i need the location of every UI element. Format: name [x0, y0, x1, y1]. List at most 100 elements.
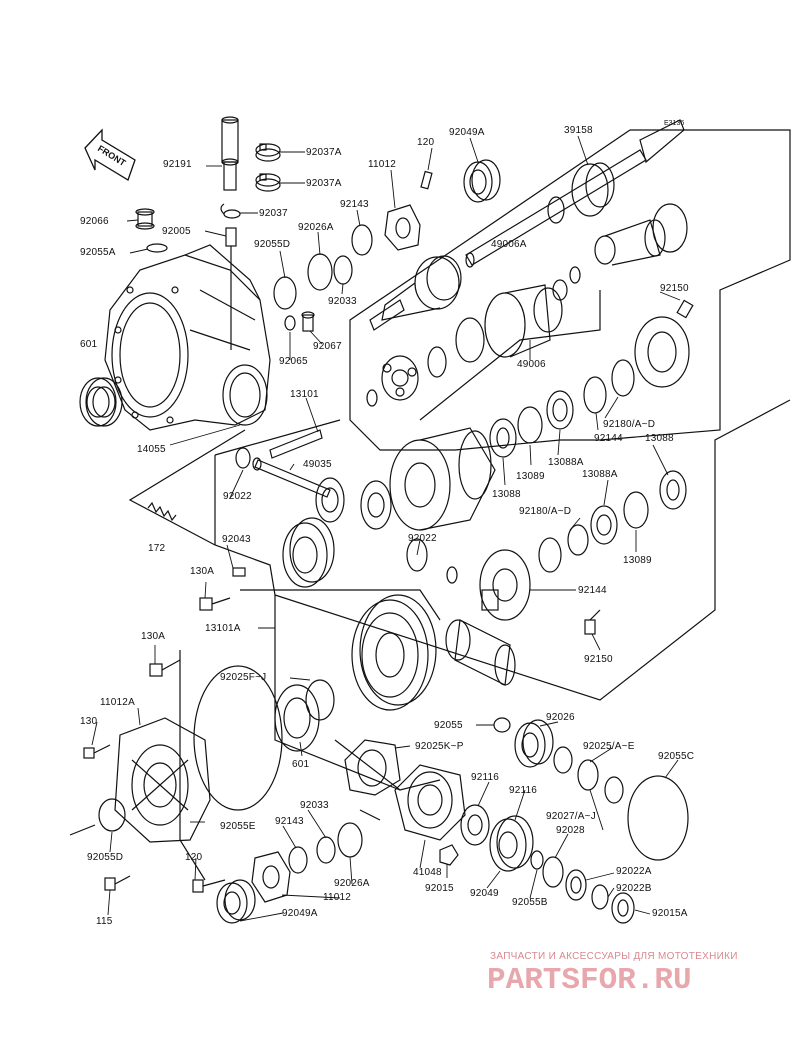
part-label: 92037A: [306, 147, 342, 158]
part-label: 92022A: [616, 866, 652, 877]
part-label: 120: [417, 137, 435, 148]
bearing-92026: [514, 719, 554, 768]
part-label: 92055D: [254, 239, 291, 250]
pinion-gear-left: [315, 477, 345, 523]
part-label: 13101: [290, 389, 319, 400]
flange-92150-upper: [634, 299, 694, 388]
pin-92191: [221, 116, 239, 191]
part-label: 172: [148, 543, 166, 554]
part-label: 92116: [471, 772, 500, 783]
leader-lines: [91, 135, 681, 922]
part-label: 92116: [509, 785, 538, 796]
cv-joint-housing: [369, 255, 462, 331]
part-label: 92055A: [80, 247, 116, 258]
bearing-14055: [79, 377, 123, 427]
gasket-92025k: [344, 739, 401, 796]
bearing-92049a-lower: [216, 879, 256, 924]
watermark-tagline: ЗАПЧАСТИ И АКСЕССУАРЫ ДЛЯ МОТОТЕХНИКИ: [490, 951, 738, 962]
fitting-92005: [225, 227, 237, 350]
plug-92067: [301, 311, 315, 332]
part-label: 13088A: [548, 457, 584, 468]
bearing-92049a-upper: [463, 159, 501, 203]
o-ring-92055: [493, 717, 511, 733]
part-label: 14055: [137, 444, 166, 455]
washer-92022-center: [406, 538, 428, 572]
ring-gear-13101a: [351, 594, 437, 711]
part-label: 92180/A~D: [603, 419, 656, 430]
drive-shaft-39158: [465, 119, 685, 268]
part-label: 92191: [163, 159, 192, 170]
differential-case-601: [104, 244, 271, 431]
part-label: 13088A: [582, 469, 618, 480]
washer-92022-left: [235, 447, 251, 469]
bolt-120-upper: [420, 170, 433, 190]
part-label: 92144: [578, 585, 607, 596]
o-ring-92055b: [530, 850, 544, 870]
part-label: 92150: [660, 283, 689, 294]
part-label: 601: [80, 339, 98, 350]
diff-carrier: [389, 427, 496, 531]
boot-49006: [427, 279, 568, 378]
clamp-92037a-bottom: [255, 173, 281, 192]
part-label: 601: [292, 759, 310, 770]
boot-49006a: [569, 203, 688, 284]
part-label: 130A: [190, 566, 215, 577]
ring-92033-upper: [333, 255, 353, 285]
cover-11012a: [114, 717, 211, 843]
ring-92026a-upper: [307, 253, 333, 291]
plate-13089-lower: [623, 491, 649, 529]
plate-13088-lower: [659, 470, 687, 510]
part-label: 92027/A~J: [546, 811, 596, 822]
ring-92027: [577, 759, 599, 791]
bolt-92150-lower: [584, 609, 601, 635]
part-label: 92022B: [616, 883, 652, 894]
part-label: 92015A: [652, 908, 688, 919]
group-outline-upper: [128, 129, 791, 791]
part-label: 49006A: [491, 239, 527, 250]
part-label: 49035: [303, 459, 332, 470]
diagram-code: E3136: [664, 120, 685, 127]
part-label: 92055: [434, 720, 463, 731]
flange-lower-right: [479, 549, 531, 621]
part-label: 92067: [313, 341, 342, 352]
tripod-joint: [366, 355, 419, 407]
part-label: 92037A: [306, 178, 342, 189]
bolt-120-lower: [192, 879, 226, 893]
part-label: 11012: [323, 892, 352, 903]
spring-172: [147, 501, 177, 522]
flange-11012-lower: [251, 851, 291, 903]
ring-92033-lower: [316, 836, 336, 864]
part-label: 92037: [259, 208, 288, 219]
part-label: 92150: [584, 654, 613, 665]
washer-92065: [284, 315, 296, 331]
part-label: 92026: [546, 712, 575, 723]
bolt-130: [83, 744, 111, 759]
part-label: 92065: [279, 356, 308, 367]
ring-92144-upper: [583, 376, 607, 414]
part-label: 115: [96, 916, 113, 927]
bolt-130a-upper: [199, 597, 231, 611]
part-label: 92143: [275, 816, 304, 827]
part-label: 92022: [408, 533, 437, 544]
washer-92022b: [591, 884, 609, 910]
part-label: 92055D: [87, 852, 124, 863]
part-label: 92055E: [220, 821, 256, 832]
part-label: 92033: [300, 800, 329, 811]
breather-92066: [135, 208, 155, 230]
ring-92026a-lower: [337, 822, 363, 858]
o-ring-92055d: [273, 276, 297, 310]
housing-41048: [394, 764, 466, 841]
shaft-49035: [252, 457, 331, 498]
pinion-gear-right: [360, 480, 392, 530]
washer-small: [446, 566, 458, 584]
o-ring-92055d-lower: [98, 798, 126, 832]
part-label: 92043: [222, 534, 251, 545]
plate-13088-upper: [489, 418, 517, 458]
ring-92028: [604, 776, 624, 804]
flange-11012: [384, 204, 421, 251]
watermark-logo: PARTSFOR.RU: [487, 963, 692, 998]
ring-lower-a: [567, 524, 589, 556]
pin-13101: [269, 429, 323, 459]
group-outline-lower: [69, 650, 441, 881]
